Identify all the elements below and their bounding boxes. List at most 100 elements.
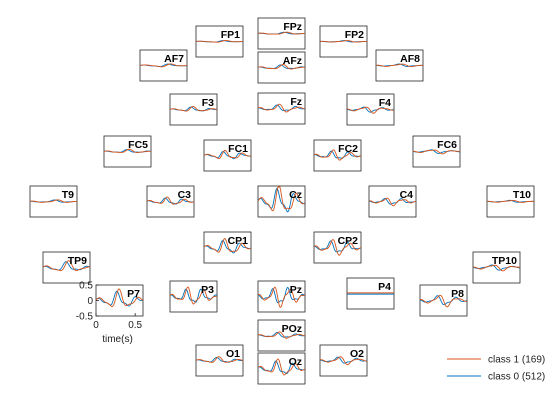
- channel-fc6-axes: FC6: [412, 135, 461, 168]
- channel-cz-class0-line: [257, 187, 306, 213]
- channel-f3-class1-line: [169, 105, 218, 112]
- channel-fc1-axes: FC1: [203, 139, 252, 172]
- channel-t10-label: T10: [513, 189, 531, 201]
- channel-fpz-axes: FPz: [257, 17, 306, 50]
- channel-oz-axes: Oz: [257, 352, 306, 385]
- channel-p3-axes: P3: [169, 280, 218, 313]
- channel-cp1-frame: [203, 231, 252, 264]
- channel-p7-class0-line: [95, 290, 144, 307]
- channel-fp1-axes: FP1: [195, 25, 244, 58]
- channel-cz-axes: Cz: [257, 185, 306, 218]
- channel-fc1-class0-line: [203, 151, 252, 160]
- channel-af8-label: AF8: [400, 53, 420, 65]
- channel-p8-label: P8: [451, 288, 464, 300]
- channel-af7-axes: AF7: [139, 49, 188, 82]
- channel-tp9-label: TP9: [68, 255, 87, 267]
- channel-f3-axes: F3: [169, 93, 218, 126]
- channel-o1-class1-line: [195, 356, 244, 363]
- channel-c3-axes: C3: [146, 185, 195, 218]
- channel-f4-label: F4: [379, 97, 391, 109]
- channel-c4-axes: C4: [368, 185, 417, 218]
- legend-label: class 1 (169): [488, 355, 545, 366]
- channel-tp9-axes: TP9: [42, 251, 91, 284]
- channel-p8-class1-line: [419, 294, 468, 308]
- channel-o1-label: O1: [226, 348, 240, 360]
- channel-fc2-label: FC2: [338, 143, 358, 155]
- channel-pz-class1-line: [257, 286, 306, 308]
- channel-p8-axes: P8: [419, 284, 468, 317]
- channel-p7-axes: P7: [95, 284, 144, 317]
- channel-fp1-class1-line: [195, 40, 244, 43]
- channel-fp2-class1-line: [319, 40, 367, 43]
- channel-tp10-frame: [472, 251, 521, 284]
- channel-tp9-class1-line: [42, 260, 91, 272]
- channel-af8-axes: AF8: [375, 49, 424, 82]
- channel-fz-class1-line: [257, 103, 306, 113]
- channel-o2-axes: O2: [319, 344, 368, 377]
- channel-poz-frame: [257, 319, 306, 352]
- channel-afz-axes: AFz: [257, 51, 306, 84]
- channel-p7-class1-line: [95, 288, 144, 307]
- channel-fc5-class1-line: [103, 148, 152, 154]
- channel-fc2-frame: [313, 139, 362, 172]
- channel-fz-axes: Fz: [257, 92, 306, 125]
- channel-fc2-class1-line: [313, 149, 362, 161]
- y-tick-label: 0: [87, 296, 93, 307]
- channel-oz-label: Oz: [289, 356, 302, 368]
- channel-cp1-class1-line: [203, 238, 252, 253]
- channel-fc1-class1-line: [203, 149, 252, 160]
- channel-pz-class0-line: [257, 286, 306, 304]
- channel-pz-axes: Pz: [257, 280, 306, 313]
- channel-p8-class0-line: [419, 295, 468, 306]
- channel-t10-axes: T10: [486, 185, 535, 218]
- channel-c4-class0-line: [368, 198, 417, 205]
- channel-fz-label: Fz: [290, 96, 302, 108]
- channel-c4-label: C4: [400, 189, 414, 201]
- x-tick-label: 0: [93, 320, 99, 331]
- channel-p3-class0-line: [169, 288, 218, 303]
- y-tick-label: -0.5: [76, 312, 94, 323]
- channel-t10-class1-line: [486, 199, 535, 203]
- channel-f4-class1-line: [346, 106, 395, 114]
- channel-af8-class1-line: [375, 63, 424, 68]
- channel-p3-class1-line: [169, 286, 218, 305]
- channel-poz-axes: POz: [257, 319, 306, 352]
- channel-fp2-axes: FP2: [319, 25, 368, 58]
- channel-poz-label: POz: [282, 323, 302, 335]
- channel-p3-label: P3: [201, 284, 214, 296]
- channel-fc6-class1-line: [412, 149, 461, 155]
- channel-fc2-axes: FC2: [313, 139, 362, 172]
- channel-p4-axes: P4: [346, 277, 395, 310]
- channel-tp10-label: TP10: [492, 255, 517, 267]
- channel-p7-label: P7: [127, 288, 140, 300]
- channel-c3-label: C3: [178, 189, 192, 201]
- channel-cp1-class0-line: [203, 239, 252, 254]
- channel-tp10-class1-line: [472, 264, 521, 272]
- channel-cp2-label: CP2: [338, 235, 359, 247]
- channel-cp2-frame: [313, 231, 362, 264]
- channel-fp2-label: FP2: [345, 29, 364, 41]
- channel-oz-class1-line: [257, 358, 306, 376]
- y-tick-label: 0.5: [79, 281, 93, 292]
- channel-fc5-label: FC5: [128, 139, 148, 151]
- channel-fpz-class1-line: [257, 31, 306, 35]
- channel-fc1-label: FC1: [228, 143, 248, 155]
- x-axis-label: time(s): [102, 334, 133, 345]
- channel-c4-class1-line: [368, 197, 417, 207]
- channel-p3-frame: [169, 280, 218, 313]
- channel-cp2-axes: CP2: [313, 231, 362, 264]
- channel-cp1-label: CP1: [228, 235, 249, 247]
- channel-o2-class1-line: [319, 356, 368, 366]
- channel-t9-label: T9: [62, 189, 74, 201]
- channel-fpz-label: FPz: [283, 21, 302, 33]
- channel-afz-label: AFz: [283, 55, 302, 67]
- channel-pz-label: Pz: [290, 284, 302, 296]
- channel-cz-frame: [257, 185, 306, 218]
- x-tick-label: 0.5: [128, 320, 142, 331]
- channel-f4-axes: F4: [346, 93, 395, 126]
- channel-t9-class1-line: [29, 199, 78, 203]
- legend: class 1 (169)class 0 (512): [447, 355, 545, 383]
- channel-cp2-class1-line: [313, 239, 362, 256]
- channel-fp1-label: FP1: [221, 29, 240, 41]
- channel-f4-class0-line: [346, 106, 395, 113]
